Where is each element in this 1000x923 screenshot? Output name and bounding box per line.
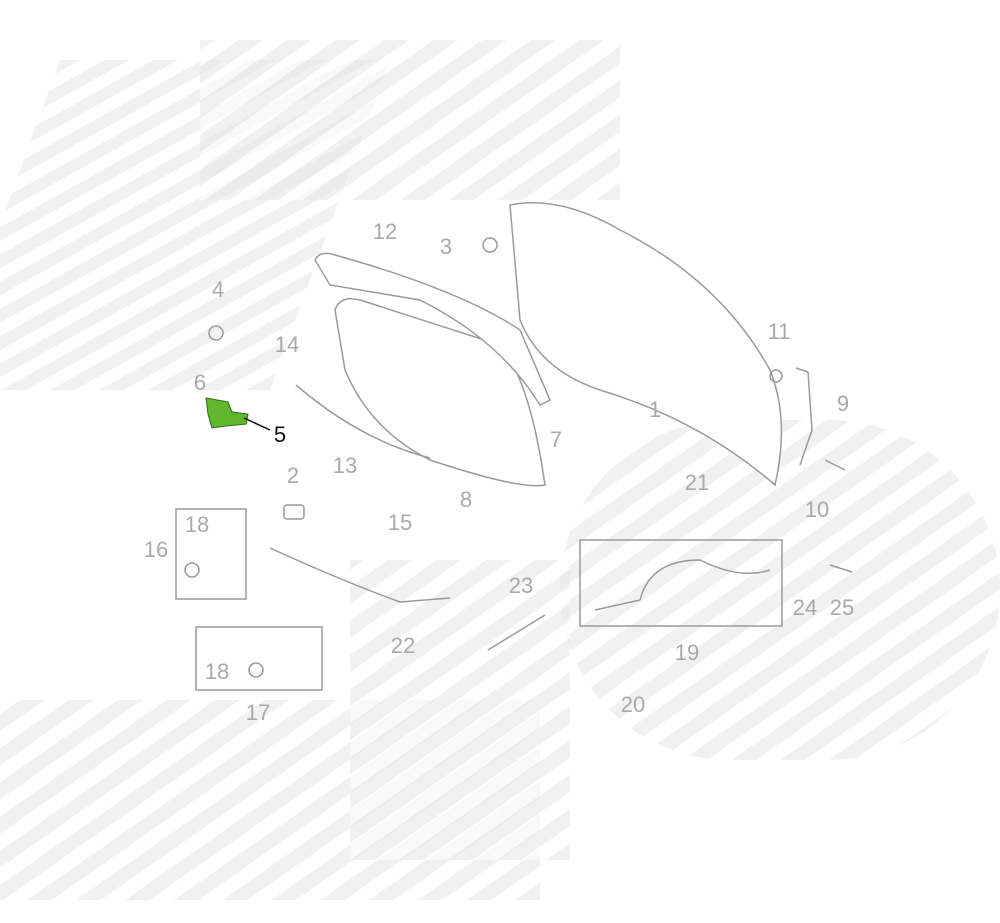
callout-14: 14 xyxy=(274,332,300,357)
callout-18b: 18 xyxy=(204,659,230,684)
nut-11 xyxy=(769,369,783,383)
callout-4: 4 xyxy=(211,277,225,302)
bolt-25 xyxy=(829,564,853,573)
callout-24: 24 xyxy=(792,595,818,620)
callout-19: 19 xyxy=(674,640,700,665)
watermark xyxy=(350,560,570,860)
callout-12: 12 xyxy=(372,219,398,244)
callout-17: 17 xyxy=(245,700,271,725)
callout-10: 10 xyxy=(804,497,830,522)
callout-11: 11 xyxy=(767,319,791,344)
clip-3 xyxy=(482,237,498,253)
callout-6: 6 xyxy=(193,370,207,395)
group-box-16 xyxy=(175,508,247,600)
part-5-bracket xyxy=(205,397,249,429)
callout-25: 25 xyxy=(829,595,855,620)
bolt-10 xyxy=(824,459,846,471)
group-box-19 xyxy=(579,539,783,627)
callout-15: 15 xyxy=(387,510,413,535)
callout-22: 22 xyxy=(390,633,416,658)
callout-20: 20 xyxy=(620,692,646,717)
clip-4 xyxy=(208,325,224,341)
callout-18: 18 xyxy=(184,512,210,537)
callout-1: 1 xyxy=(648,397,662,422)
callout-13: 13 xyxy=(332,453,358,478)
callout-8: 8 xyxy=(459,487,473,512)
group-box-17 xyxy=(195,626,323,691)
callout-5-highlighted[interactable]: 5 xyxy=(273,422,287,447)
cable-23 xyxy=(487,614,546,651)
release-cable xyxy=(269,547,451,603)
grommet-18 xyxy=(184,562,200,578)
callout-21: 21 xyxy=(684,470,710,495)
callout-7: 7 xyxy=(549,427,563,452)
callout-2: 2 xyxy=(286,463,300,488)
hood-seal xyxy=(314,252,551,406)
prop-rod xyxy=(295,384,431,459)
hood-panel xyxy=(509,202,783,487)
hinge-9 xyxy=(795,367,813,466)
callout-3: 3 xyxy=(439,234,453,259)
callout-9: 9 xyxy=(836,391,850,416)
callout-16: 16 xyxy=(143,537,169,562)
bumper-2 xyxy=(283,504,305,520)
leader-5 xyxy=(243,417,271,431)
grommet-18b xyxy=(248,662,264,678)
watermark xyxy=(560,420,1000,760)
latch-cable-19 xyxy=(594,559,771,611)
watermark xyxy=(200,40,620,200)
callout-23: 23 xyxy=(508,573,534,598)
